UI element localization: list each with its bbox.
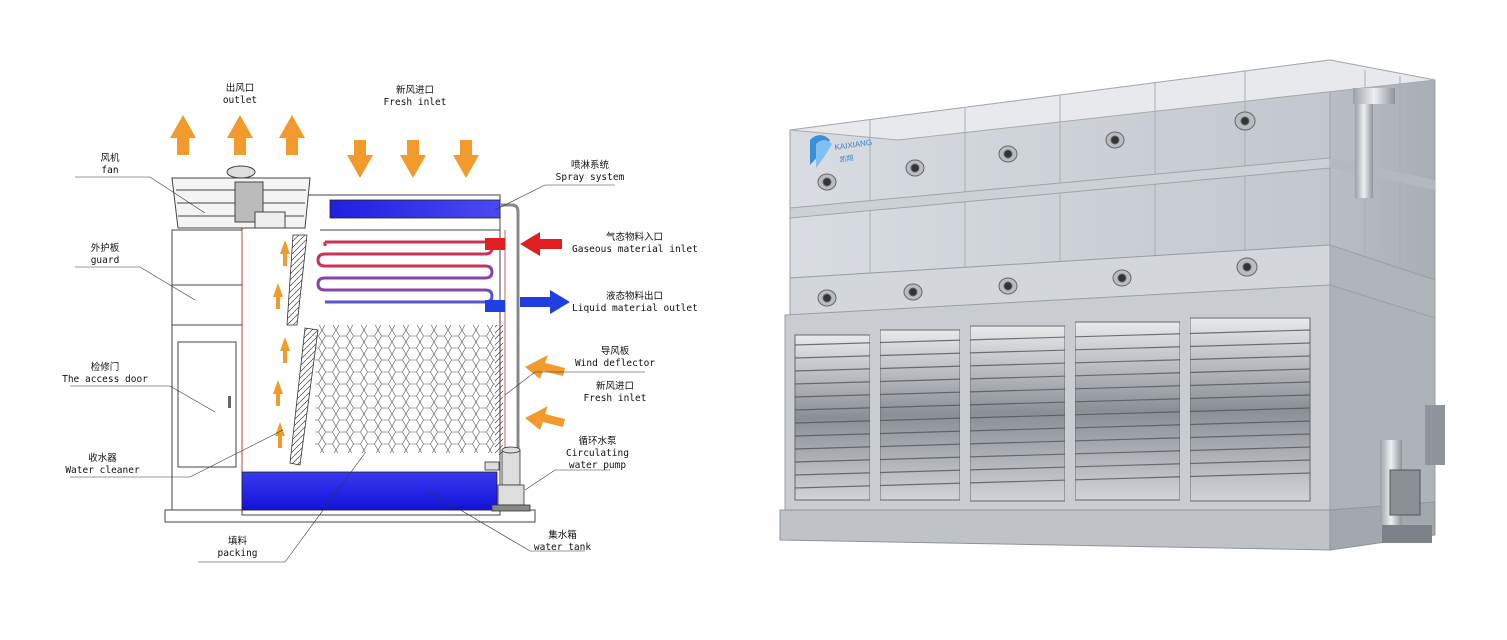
spray-system [329, 199, 520, 470]
side-pump [1380, 405, 1445, 543]
pump-icon [484, 446, 531, 512]
door-handle [228, 396, 231, 408]
outlet-arrows [170, 115, 305, 155]
water-cleaner [286, 234, 319, 466]
condenser-product-photo: KAIXIANG 凯翔 [779, 59, 1445, 551]
leader-lines [70, 176, 645, 563]
liquid-outlet-arrow [520, 290, 570, 314]
water-tank [241, 471, 498, 511]
side-fresh-inlet-arrows [525, 355, 565, 430]
fresh-inlet-arrows [347, 140, 479, 178]
packing-fill [315, 325, 495, 453]
coil-tubes [316, 238, 505, 312]
evaporative-condenser-diagram [70, 115, 645, 563]
fan-icon [171, 165, 311, 229]
internal-air-arrows [273, 240, 290, 448]
brand-text-zh: 凯翔 [839, 153, 854, 164]
wind-deflector [495, 325, 503, 455]
gaseous-inlet-arrow [520, 232, 562, 256]
louver-panels [794, 317, 1311, 502]
